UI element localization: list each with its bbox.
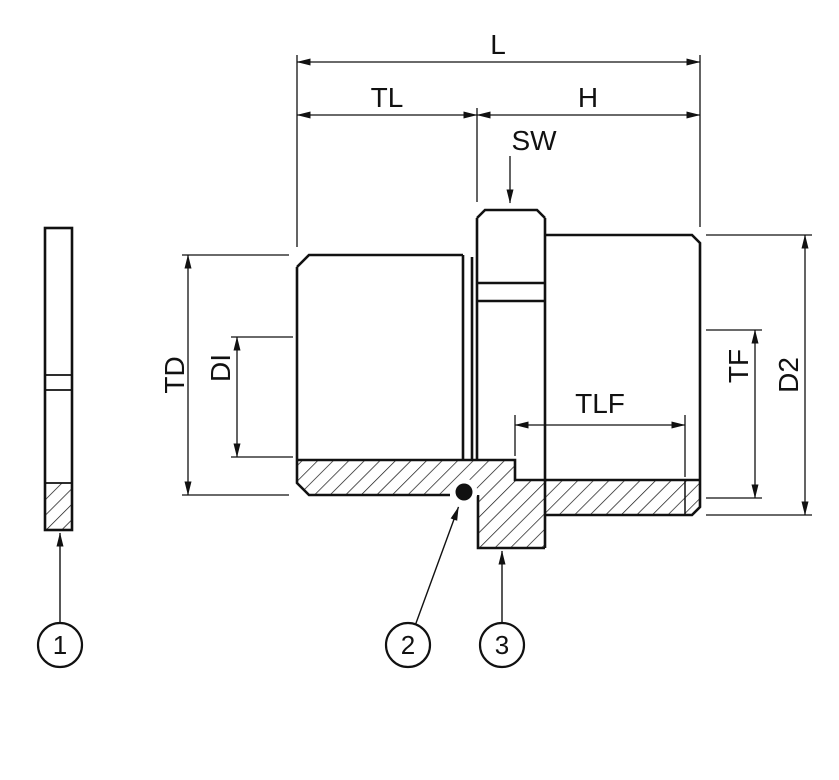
- o-ring: [450, 478, 478, 506]
- balloon-1: 1: [36, 621, 84, 669]
- gasket-hatch-area: [45, 483, 72, 530]
- balloon-2-circle: [384, 621, 432, 669]
- dimension-lines: [184, 58, 809, 516]
- o-ring-dot: [455, 483, 473, 501]
- balloon-3-label: 3: [495, 630, 509, 660]
- balloon-2-leader: [414, 506, 460, 625]
- balloon-2: 2: [384, 621, 432, 669]
- balloon-1-circle: [36, 621, 84, 669]
- dim-label-H: H: [578, 82, 598, 113]
- dim-label-TD: TD: [159, 356, 190, 393]
- dim-label-DI: DI: [205, 354, 236, 382]
- balloons: 1 2 3: [36, 621, 526, 669]
- gasket-part: [43, 226, 74, 532]
- dimension-labels: L TL H SW TLF TD DI TF D2: [159, 29, 804, 419]
- dim-label-TL: TL: [371, 82, 404, 113]
- dim-label-SW: SW: [511, 125, 557, 156]
- balloon-3: 3: [478, 621, 526, 669]
- balloon-3-circle: [478, 621, 526, 669]
- extension-lines: [182, 55, 812, 516]
- balloon-leaders: [56, 506, 506, 625]
- dim-label-TLF: TLF: [575, 388, 625, 419]
- fitting-part: [295, 208, 702, 550]
- balloon-2-label: 2: [401, 630, 415, 660]
- section-hatching: [45, 460, 700, 548]
- dim-label-L: L: [490, 29, 506, 60]
- gasket-outline: [43, 226, 74, 532]
- dim-label-TF: TF: [723, 349, 754, 383]
- balloon-1-label: 1: [53, 630, 67, 660]
- fitting-outline: [295, 208, 702, 550]
- body-wall-hatch: [478, 460, 700, 548]
- male-thread-wall-hatch: [297, 460, 478, 495]
- gasket-detail-lines: [45, 374, 72, 484]
- dim-label-D2: D2: [773, 357, 804, 393]
